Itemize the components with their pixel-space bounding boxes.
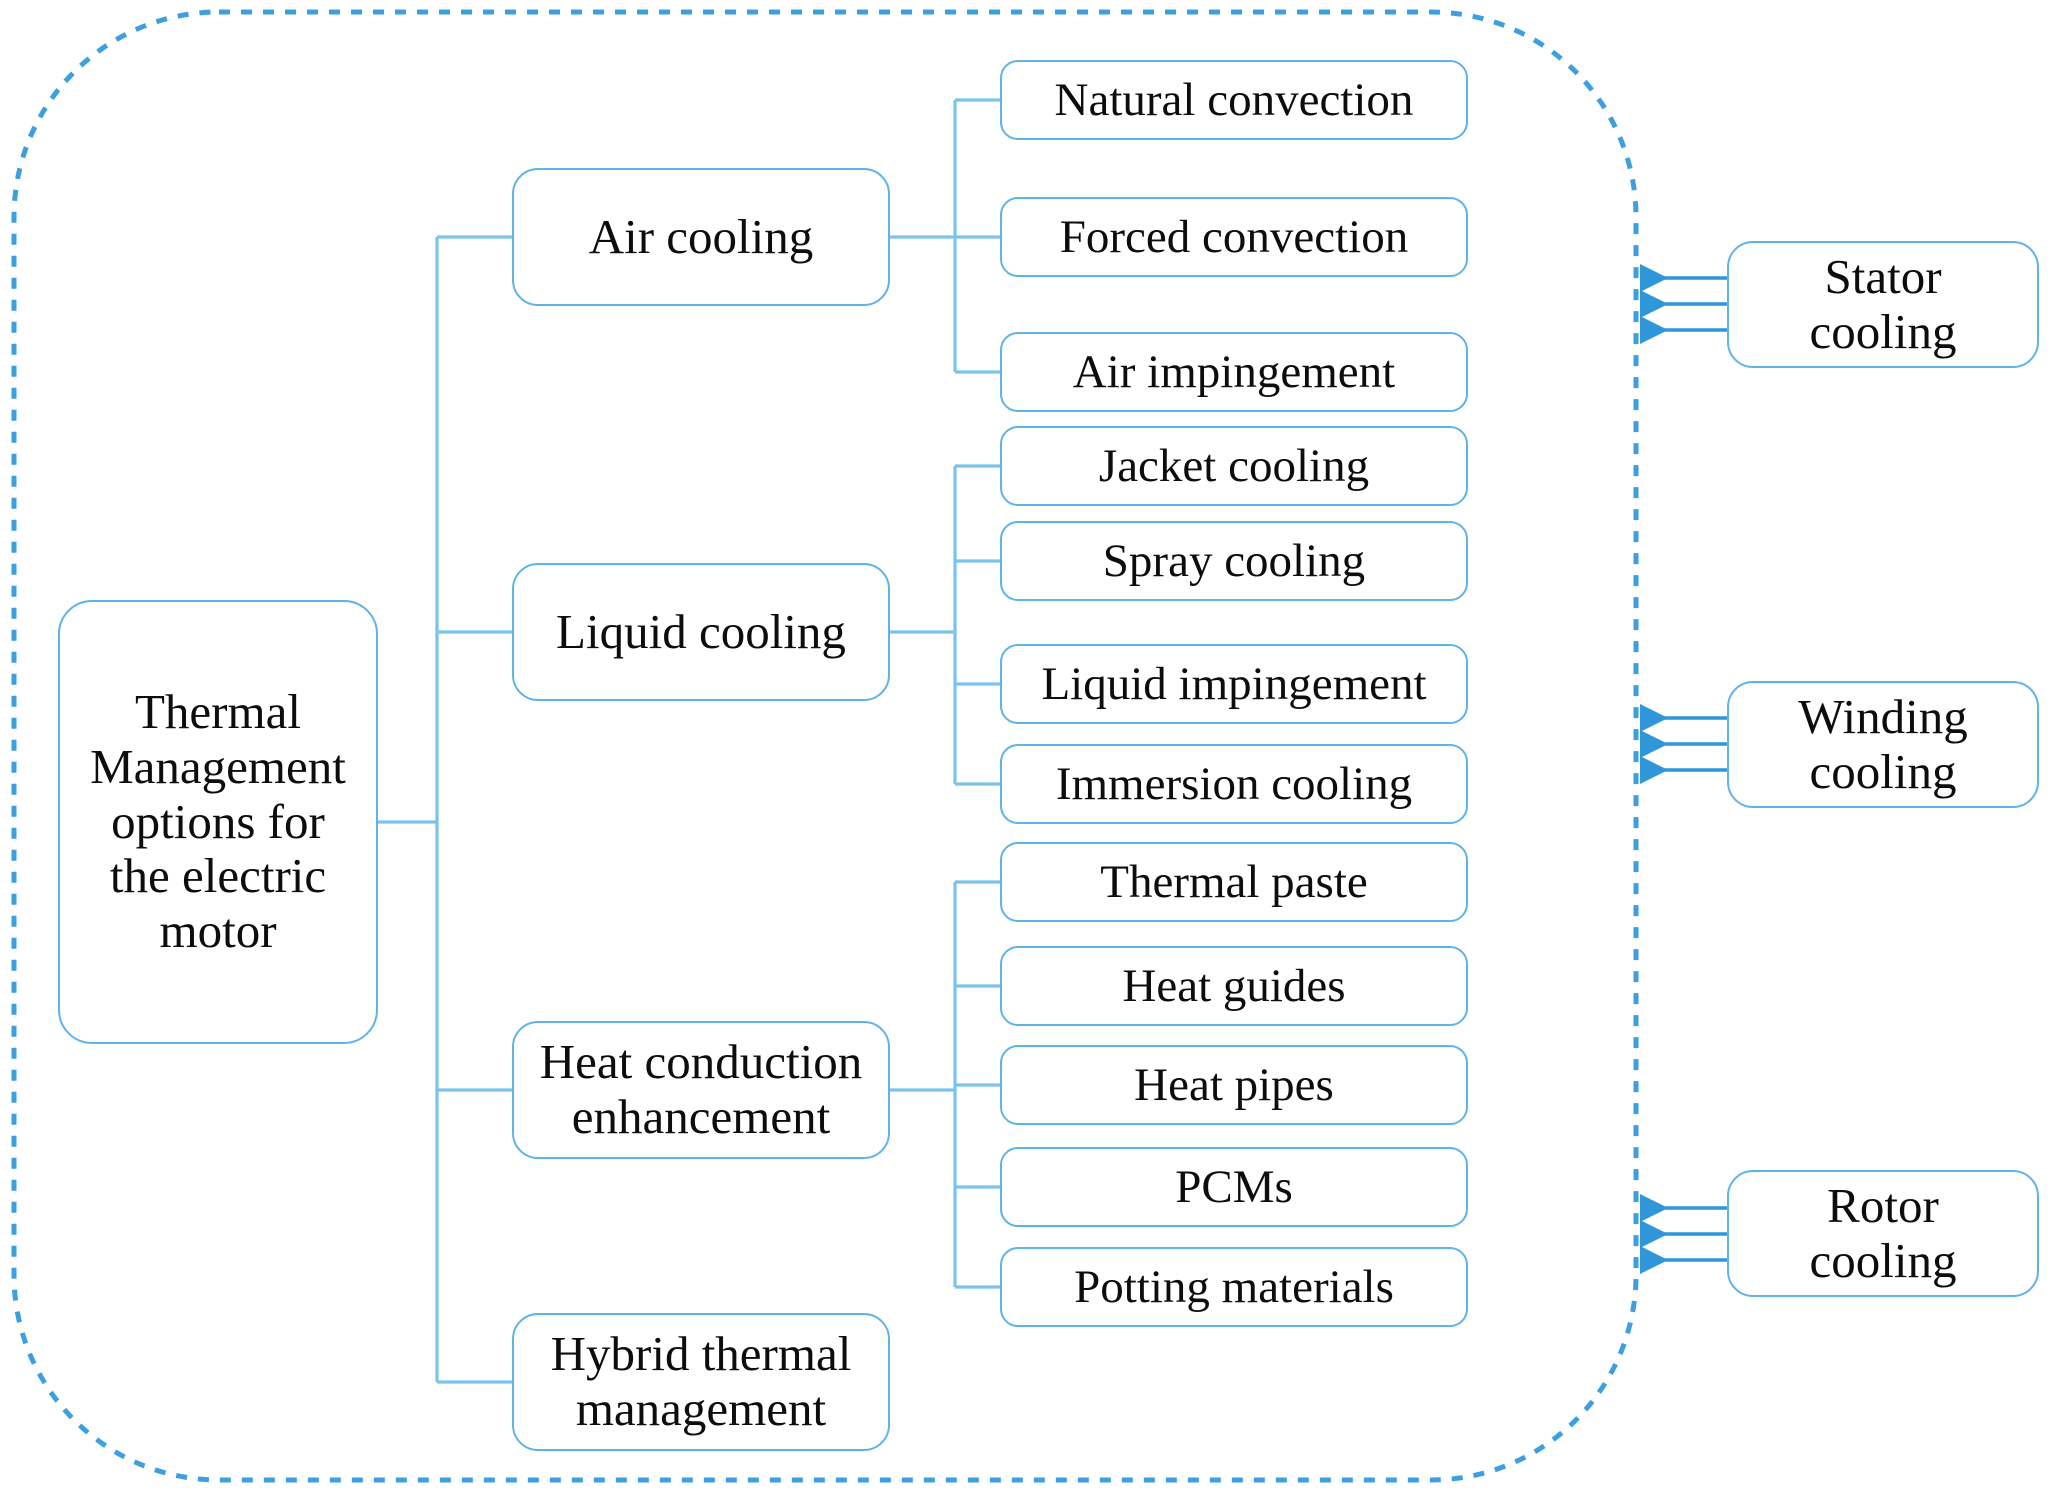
- leaf-node-heat-guides[interactable]: Heat guides: [1000, 946, 1468, 1026]
- category-node-air-cooling[interactable]: Air cooling: [512, 168, 890, 306]
- leaf-node-immersion-cooling[interactable]: Immersion cooling: [1000, 744, 1468, 824]
- target-node-rotor-cooling[interactable]: Rotor cooling: [1727, 1170, 2039, 1297]
- leaf-node-natural-convection[interactable]: Natural convection: [1000, 60, 1468, 140]
- category-node-heat-conduction-enhancement[interactable]: Heat conduction enhancement: [512, 1021, 890, 1159]
- category-node-hybrid-thermal-management[interactable]: Hybrid thermal management: [512, 1313, 890, 1451]
- root-node[interactable]: Thermal Management options for the elect…: [58, 600, 378, 1044]
- leaf-node-potting-materials[interactable]: Potting materials: [1000, 1247, 1468, 1327]
- leaf-node-liquid-impingement[interactable]: Liquid impingement: [1000, 644, 1468, 724]
- leaf-node-air-impingement[interactable]: Air impingement: [1000, 332, 1468, 412]
- leaf-node-jacket-cooling[interactable]: Jacket cooling: [1000, 426, 1468, 506]
- leaf-node-spray-cooling[interactable]: Spray cooling: [1000, 521, 1468, 601]
- target-node-stator-cooling[interactable]: Stator cooling: [1727, 241, 2039, 368]
- category-node-liquid-cooling[interactable]: Liquid cooling: [512, 563, 890, 701]
- leaf-node-forced-convection[interactable]: Forced convection: [1000, 197, 1468, 277]
- target-arrows: [1640, 264, 1727, 1274]
- dashed-boundary: [11, 9, 1639, 1483]
- leaf-node-pcms[interactable]: PCMs: [1000, 1147, 1468, 1227]
- leaf-node-heat-pipes[interactable]: Heat pipes: [1000, 1045, 1468, 1125]
- target-node-winding-cooling[interactable]: Winding cooling: [1727, 681, 2039, 808]
- leaf-node-thermal-paste[interactable]: Thermal paste: [1000, 842, 1468, 922]
- tree-connectors: [378, 98, 1000, 1384]
